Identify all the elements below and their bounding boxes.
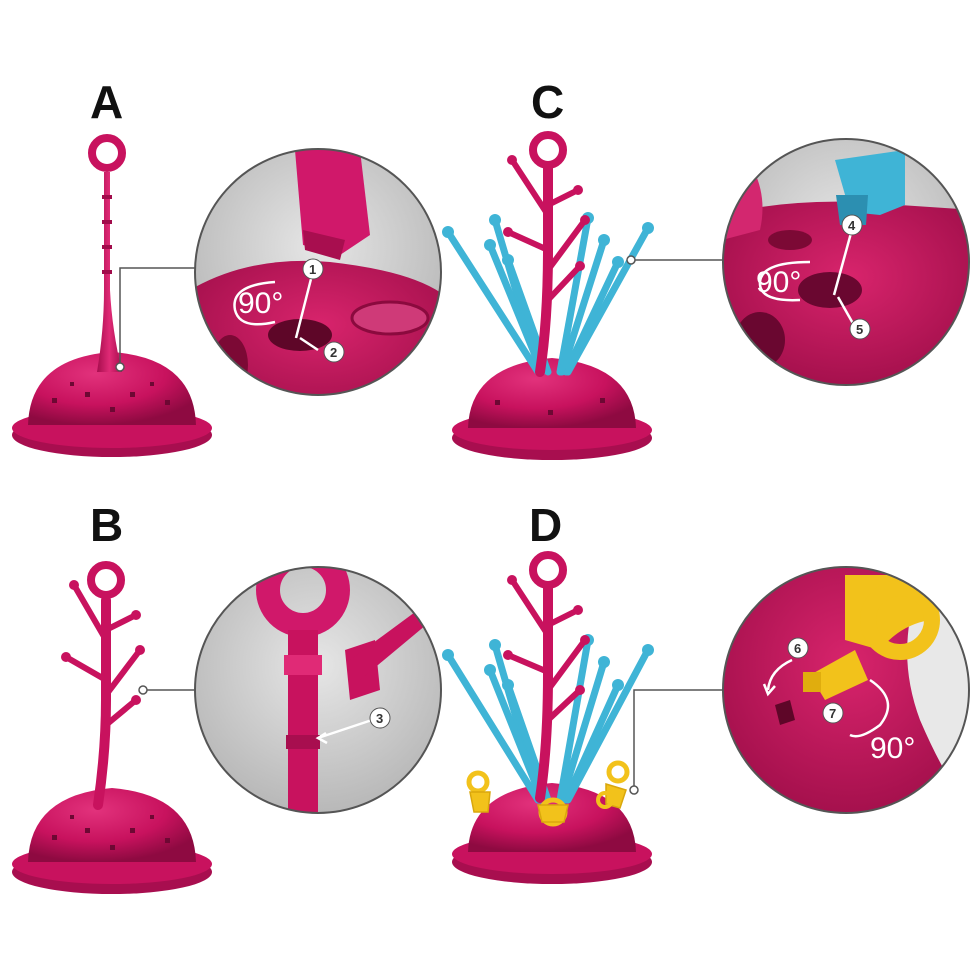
step-number-icon: 4 bbox=[841, 214, 863, 236]
step-letter-b: B bbox=[90, 499, 123, 551]
blue-pegs-c bbox=[442, 212, 654, 376]
rack-tree-c bbox=[503, 155, 590, 377]
rack-base-c bbox=[452, 358, 652, 460]
marker-1: 1 bbox=[309, 262, 316, 277]
step-number-icon: 1 bbox=[302, 258, 324, 280]
rotation-label-d: 90° bbox=[870, 732, 915, 765]
step-c: C bbox=[442, 76, 970, 460]
step-number-icon: 6 bbox=[787, 637, 809, 659]
rotation-arrow-icon bbox=[849, 678, 890, 738]
step-number-icon: 5 bbox=[849, 318, 871, 340]
rotation-arrow-icon bbox=[233, 280, 276, 326]
marker-3: 3 bbox=[376, 711, 383, 726]
step-d: D bbox=[442, 499, 970, 884]
zoom-circle-b: 3 bbox=[194, 566, 442, 814]
rotation-arrow-icon bbox=[758, 260, 811, 302]
zoom-circle-c: 90° 4 5 bbox=[722, 138, 970, 386]
marker-7: 7 bbox=[829, 706, 836, 721]
step-b: B bbox=[12, 499, 442, 894]
rack-tree-b bbox=[61, 580, 145, 810]
callout-line-a bbox=[119, 267, 198, 367]
step-letter-a: A bbox=[90, 76, 123, 128]
marker-4: 4 bbox=[848, 218, 856, 233]
step-number-icon: 3 bbox=[369, 707, 391, 729]
step-letter-d: D bbox=[529, 499, 562, 551]
step-number-icon: 7 bbox=[822, 702, 844, 724]
marker-2: 2 bbox=[330, 345, 337, 360]
zoom-circle-a: 90° 1 2 bbox=[194, 148, 442, 396]
marker-5: 5 bbox=[856, 322, 863, 337]
yellow-holders-d bbox=[466, 760, 630, 827]
step-number-icon: 2 bbox=[323, 341, 345, 363]
rotation-label-a: 90° bbox=[238, 287, 283, 320]
rack-tree-d bbox=[503, 575, 590, 803]
rotation-label-c: 90° bbox=[756, 266, 801, 299]
step-letter-c: C bbox=[531, 76, 564, 128]
rack-base-b bbox=[12, 788, 212, 894]
rack-stem-a bbox=[88, 134, 126, 372]
zoom-circle-d: 90° 6 7 bbox=[722, 566, 970, 814]
step-a: A bbox=[12, 76, 442, 457]
callout-line-d bbox=[633, 689, 722, 790]
marker-6: 6 bbox=[794, 641, 801, 656]
rotation-arrow-icon bbox=[766, 658, 793, 691]
rack-base-a bbox=[12, 352, 212, 457]
